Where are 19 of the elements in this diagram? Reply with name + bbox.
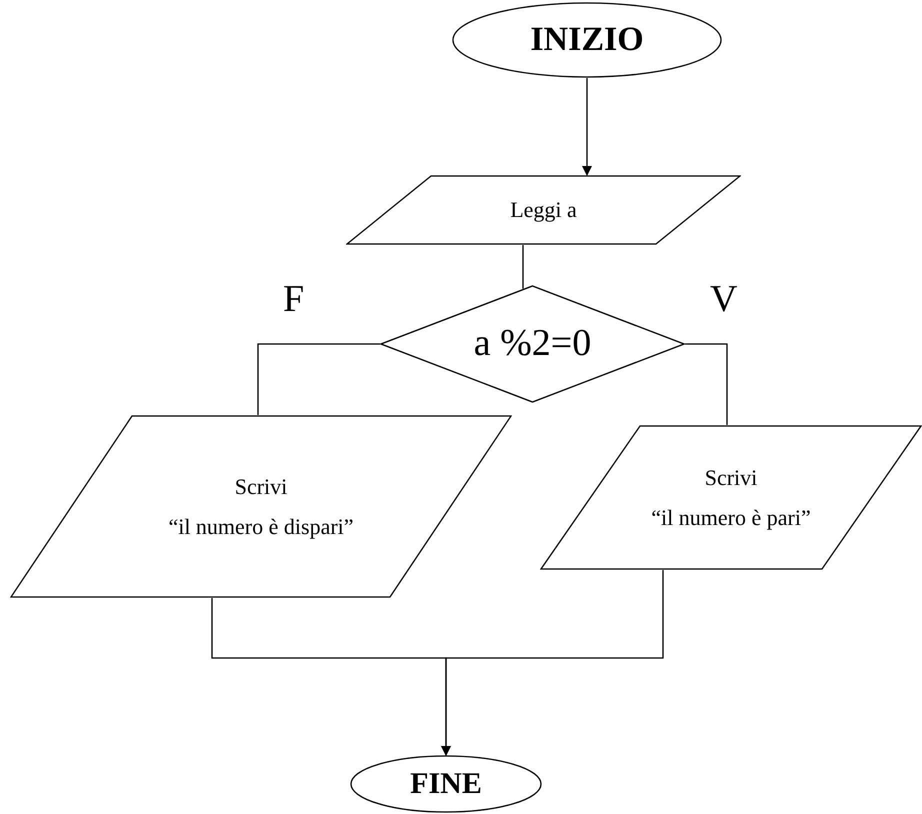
node-text: a %2=0 [474, 321, 592, 366]
start-ellipse [452, 2, 722, 78]
output-parallelogram [540, 425, 922, 570]
node-text: Scrivi [704, 464, 758, 492]
decision-diamond [380, 285, 685, 403]
end-ellipse [350, 755, 542, 813]
node-text: FINE [410, 766, 482, 802]
node-text: INIZIO [530, 20, 644, 60]
node-text: “il numero è pari” [651, 504, 811, 531]
node-text: “il numero è dispari” [168, 512, 354, 540]
arrow [582, 78, 592, 176]
node-text: Leggi a [510, 196, 577, 224]
arrow [441, 570, 664, 756]
output-parallelogram [10, 415, 512, 598]
connector-line [522, 245, 524, 289]
connector-line [257, 343, 380, 415]
input-parallelogram [346, 175, 741, 245]
node-text: Scrivi [234, 473, 288, 500]
connector-line [685, 343, 728, 425]
